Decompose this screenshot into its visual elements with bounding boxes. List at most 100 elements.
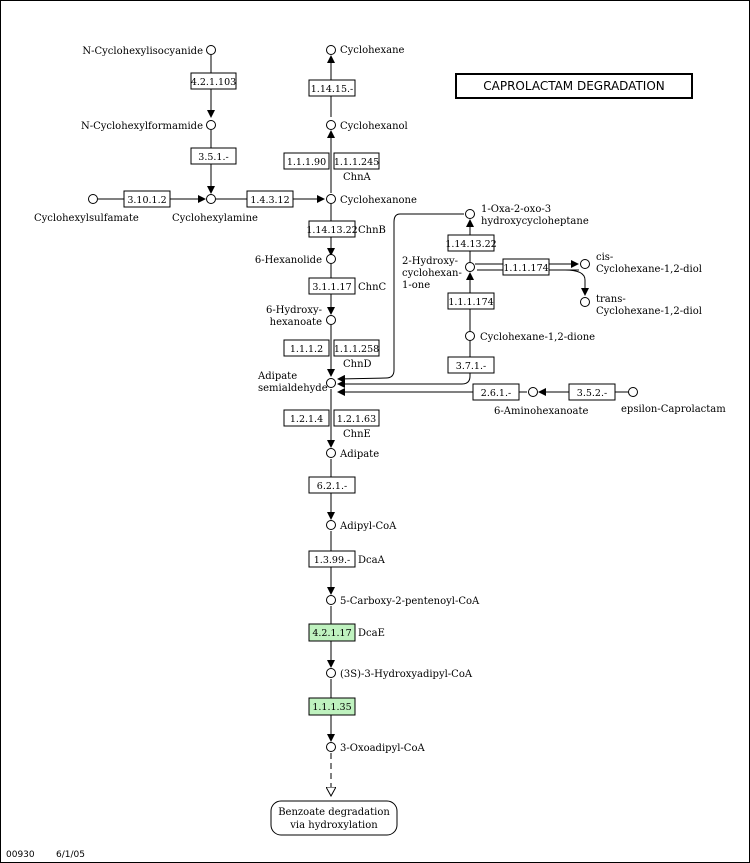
enzyme-label: 2.6.1.-: [481, 388, 511, 399]
compound-cis-cyclohexanediol[interactable]: [580, 259, 590, 269]
enzyme-1-14-15[interactable]: 1.14.15.-: [308, 79, 356, 97]
compound-cyclohexylsulfamate[interactable]: [88, 194, 98, 204]
enzyme-label: 3.7.1.-: [456, 361, 486, 372]
enzyme-1-1-1-174-a[interactable]: 1.1.1.174: [502, 258, 550, 276]
enzyme-1-1-1-35[interactable]: 1.1.1.35: [308, 697, 356, 716]
label-adipate: Adipate: [339, 449, 379, 460]
label-adipate-semialdehyde-2: semialdehyde: [258, 383, 328, 394]
enzyme-4-2-1-17[interactable]: 4.2.1.17: [308, 623, 356, 642]
enzyme-label: 1.3.99.-: [314, 555, 350, 566]
label-trans-diol-2: Cyclohexane-1,2-diol: [596, 306, 702, 317]
compound-adipate-semialdehyde[interactable]: [326, 378, 336, 388]
compound-hexanolide[interactable]: [326, 254, 336, 264]
compound-trans-cyclohexanediol[interactable]: [580, 297, 590, 307]
compound-n-cyclohexylisocyanide[interactable]: [206, 45, 216, 55]
label-hydroxyhexanoate-1: 6-Hydroxy-: [266, 305, 322, 316]
enzyme-1-14-13-22-b[interactable]: 1.14.13.22: [445, 234, 497, 252]
enzyme-label: 1.1.1.258: [334, 344, 379, 355]
compound-cyclohexanedione[interactable]: [465, 331, 475, 341]
enzyme-4-2-1-103[interactable]: 4.2.1.103: [190, 72, 237, 90]
gene-dcaE: DcaE: [358, 628, 385, 639]
compound-oxa-oxo-hydroxycycloheptane[interactable]: [465, 209, 475, 219]
compound-adipate[interactable]: [326, 448, 336, 458]
label-cyclohexanone: Cyclohexanone: [340, 195, 417, 206]
enzyme-label: 1.1.1.174: [448, 297, 493, 308]
enzyme-label: 3.5.1.-: [198, 152, 228, 163]
enzyme-label: 1.1.1.35: [312, 702, 351, 713]
enzyme-1-1-1-258[interactable]: 1.1.1.258: [333, 339, 380, 357]
enzyme-1-14-13-22-a[interactable]: 1.14.13.22: [306, 220, 358, 238]
label-cyclohexylsulfamate: Cyclohexylsulfamate: [34, 213, 139, 224]
label-carboxy-pentenoyl-coa: 5-Carboxy-2-pentenoyl-CoA: [340, 596, 480, 607]
enzyme-label: 1.1.1.174: [503, 263, 548, 274]
enzyme-1-2-1-63[interactable]: 1.2.1.63: [333, 409, 380, 427]
enzyme-1-1-1-90[interactable]: 1.1.1.90: [283, 152, 330, 170]
label-cyclohexane: Cyclohexane: [340, 45, 405, 56]
enzyme-1-1-1-2[interactable]: 1.1.1.2: [283, 339, 330, 357]
enzyme-6-2-1[interactable]: 6.2.1.-: [308, 476, 356, 494]
label-hexanolide: 6-Hexanolide: [255, 255, 322, 266]
compound-cyclohexane[interactable]: [326, 45, 336, 55]
compound-oxoadipyl-coa[interactable]: [326, 742, 336, 752]
link-benzoate-degradation[interactable]: Benzoate degradation via hydroxylation: [270, 800, 398, 836]
enzyme-label: 1.1.1.90: [287, 157, 326, 168]
label-cis-diol-2: Cyclohexane-1,2-diol: [596, 264, 702, 275]
label-caprolactam: epsilon-Caprolactam: [621, 404, 726, 415]
enzyme-label: 1.2.1.4: [290, 414, 323, 425]
gene-chnD: ChnD: [343, 359, 372, 370]
compound-hydroxyhexanoate[interactable]: [326, 315, 336, 325]
label-adipate-semialdehyde-1: Adipate: [257, 371, 297, 382]
enzyme-label: 6.2.1.-: [317, 481, 347, 492]
gene-chnB: ChnB: [358, 225, 386, 236]
enzyme-label: 1.14.15.-: [311, 84, 354, 95]
compound-hydroxyadipyl-coa[interactable]: [326, 668, 336, 678]
label-n-cyclohexylformamide: N-Cyclohexylformamide: [81, 121, 203, 132]
enzyme-1-2-1-4[interactable]: 1.2.1.4: [283, 409, 330, 427]
label-oxoadipyl-coa: 3-Oxoadipyl-CoA: [340, 743, 425, 754]
enzyme-1-3-99[interactable]: 1.3.99.-: [308, 550, 356, 568]
footer-map-id: 00930: [6, 850, 35, 860]
compound-carboxy-pentenoyl-coa[interactable]: [326, 595, 336, 605]
gene-chnE: ChnE: [343, 429, 371, 440]
compound-cyclohexanone[interactable]: [326, 194, 336, 204]
label-hydroxyadipyl-coa: (3S)-3-Hydroxyadipyl-CoA: [340, 669, 473, 680]
enzyme-label: 4.2.1.17: [312, 628, 351, 639]
enzyme-1-1-1-174-b[interactable]: 1.1.1.174: [447, 292, 495, 310]
label-hydroxyhexanoate-2: hexanoate: [270, 317, 322, 328]
compound-aminohexanoate[interactable]: [528, 387, 538, 397]
compound-n-cyclohexylformamide[interactable]: [206, 120, 216, 130]
link-line-1: Benzoate degradation: [278, 807, 390, 818]
label-oxa-oxo-2: hydroxycycloheptane: [481, 216, 589, 227]
label-hydroxycyclohexanone-2: cyclohexan-: [402, 268, 462, 279]
enzyme-3-10-1-2[interactable]: 3.10.1.2: [123, 190, 171, 208]
compound-labels: N-Cyclohexylisocyanide N-Cyclohexylforma…: [34, 45, 726, 754]
enzyme-3-7-1[interactable]: 3.7.1.-: [447, 356, 495, 374]
compound-cyclohexylamine[interactable]: [206, 194, 216, 204]
enzyme-label: 3.10.1.2: [127, 195, 166, 206]
label-aminohexanoate: 6-Aminohexanoate: [494, 406, 589, 417]
compound-hydroxycyclohexanone[interactable]: [465, 262, 475, 272]
enzyme-boxes: 4.2.1.103 3.5.1.- 3.10.1.2 1.4.3.12 1.14…: [123, 72, 616, 716]
enzyme-1-1-1-245[interactable]: 1.1.1.245: [333, 152, 380, 170]
label-hydroxycyclohexanone-1: 2-Hydroxy-: [402, 256, 458, 267]
enzyme-1-4-3-12[interactable]: 1.4.3.12: [246, 190, 294, 208]
compound-adipyl-coa[interactable]: [326, 520, 336, 530]
label-oxa-oxo-1: 1-Oxa-2-oxo-3: [481, 204, 551, 215]
enzyme-label: 1.14.13.22: [445, 239, 496, 250]
enzyme-label: 3.5.2.-: [577, 388, 607, 399]
enzyme-3-5-2[interactable]: 3.5.2.-: [568, 383, 616, 401]
label-cyclohexylamine: Cyclohexylamine: [172, 213, 258, 224]
compound-nodes: [88, 45, 638, 752]
gene-labels: ChnA ChnB ChnC ChnD ChnE DcaA DcaE: [343, 172, 387, 639]
compound-caprolactam[interactable]: [628, 387, 638, 397]
label-hydroxycyclohexanone-3: 1-one: [402, 280, 430, 291]
map-title: CAPROLACTAM DEGRADATION: [455, 73, 693, 99]
enzyme-3-1-1-17[interactable]: 3.1.1.17: [308, 277, 356, 295]
enzyme-label: 1.14.13.22: [306, 225, 357, 236]
enzyme-3-5-1[interactable]: 3.5.1.-: [190, 147, 237, 165]
enzyme-2-6-1[interactable]: 2.6.1.-: [472, 383, 520, 401]
gene-chnA: ChnA: [343, 172, 372, 183]
compound-cyclohexanol[interactable]: [326, 120, 336, 130]
enzyme-label: 1.1.1.2: [290, 344, 323, 355]
